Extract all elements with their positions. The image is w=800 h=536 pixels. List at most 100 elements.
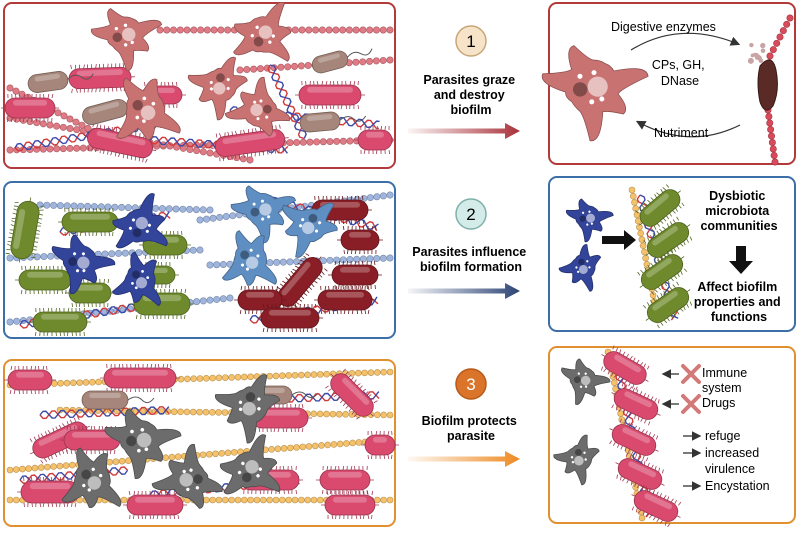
benefit-refuge: refuge [705,429,740,443]
matrix-bead [190,247,196,253]
matrix-bead [300,444,306,450]
matrix-bead [643,255,649,261]
matrix-bead [207,297,213,303]
matrix-bead [305,372,311,378]
matrix-bead [311,372,317,378]
matrix-bead [381,497,387,503]
matrix-bead [7,255,13,261]
matrix-bead [13,497,19,503]
matrix-bead [260,497,266,503]
bacterium-highlight [333,497,367,503]
matrix-bead [197,409,203,415]
matrix-bead [247,157,253,163]
matrix-bead [381,412,387,418]
matrix-bead [783,21,789,27]
panel-3-scene [4,358,399,526]
matrix-bead [373,27,379,33]
matrix-bead [278,64,284,70]
matrix-bead [67,116,73,122]
matrix-bead [629,187,635,193]
enzyme-debris [758,58,763,63]
matrix-bead [184,376,190,382]
matrix-bead [48,253,54,259]
matrix-bead [237,67,243,73]
step-number-2: 2 [466,205,475,224]
matrix-bead [191,376,197,382]
dysbiotic-line-1: Dysbiotic [709,189,765,203]
matrix-bead [223,213,229,219]
bacterium-highlight [16,372,44,378]
matrix-bead [203,216,209,222]
matrix-bead [26,466,32,472]
matrix-bead [638,230,644,236]
bacterium [295,81,365,109]
matrix-bead [312,443,318,449]
matrix-bead [780,27,786,33]
bacterium-highlight [70,214,110,220]
matrix-bead [287,445,293,451]
matrix-bead [77,380,83,386]
matrix-bead [387,369,393,375]
matrix-bead [58,380,64,386]
matrix-bead [73,119,79,125]
matrix-bead [220,261,226,267]
matrix-bead [327,138,333,144]
matrix-bead [197,217,203,223]
matrix-bead [356,439,362,445]
dysbiotic-outcome: Dysbiotic microbiota communities [700,189,777,233]
caption-2-line-2: biofilm formation [420,260,522,274]
matrix-bead [44,464,50,470]
matrix-bead [773,40,779,46]
matrix-bead [634,212,640,218]
matrix-bead [231,449,237,455]
matrix-bead [317,371,323,377]
matrix-bead [770,46,776,52]
matrix-bead [360,59,366,65]
matrix-bead [287,139,293,145]
matrix-bead [7,497,13,503]
matrix-bead [109,251,115,257]
matrix-bead [184,27,190,33]
matrix-bead [611,380,617,386]
matrix-bead [343,411,349,417]
matrix-bead [244,66,250,72]
matrix-bead [777,34,783,40]
matrix-bead [191,27,197,33]
matrix-bead [98,204,104,210]
matrix-bead [298,497,304,503]
matrix-bead [333,138,339,144]
matrix-bead [190,409,196,415]
benefit-virulence: virulence [705,462,755,476]
matrix-bead [294,444,300,450]
matrix-bead [640,243,646,249]
matrix-bead [203,409,209,415]
matrix-bead [44,202,50,208]
matrix-bead [178,409,184,415]
matrix-bead [200,452,206,458]
matrix-bead [307,139,313,145]
bacterium-highlight [30,483,70,489]
matrix-bead [281,445,287,451]
bacterium-highlight [349,232,371,238]
benefit-increased: increased [705,446,759,460]
matrix-bead [387,497,393,503]
matrix-bead [355,370,361,376]
matrix-bead [193,147,199,153]
matrix-bead [326,27,332,33]
matrix-bead [216,375,222,381]
matrix-bead [353,59,359,65]
bacterium-highlight [13,100,47,106]
matrix-bead [339,27,345,33]
matrix-bead [53,123,59,129]
matrix-bead [152,205,158,211]
matrix-bead [115,250,121,256]
matrix-bead [186,206,192,212]
benefit-encystation: Encystation [705,479,770,493]
step-arrow-2 [408,283,520,299]
matrix-bead [79,122,85,128]
matrix-bead [313,139,319,145]
matrix-bead [222,497,228,503]
matrix-bead [53,146,59,152]
matrix-bead [206,451,212,457]
matrix-bead [13,88,19,94]
